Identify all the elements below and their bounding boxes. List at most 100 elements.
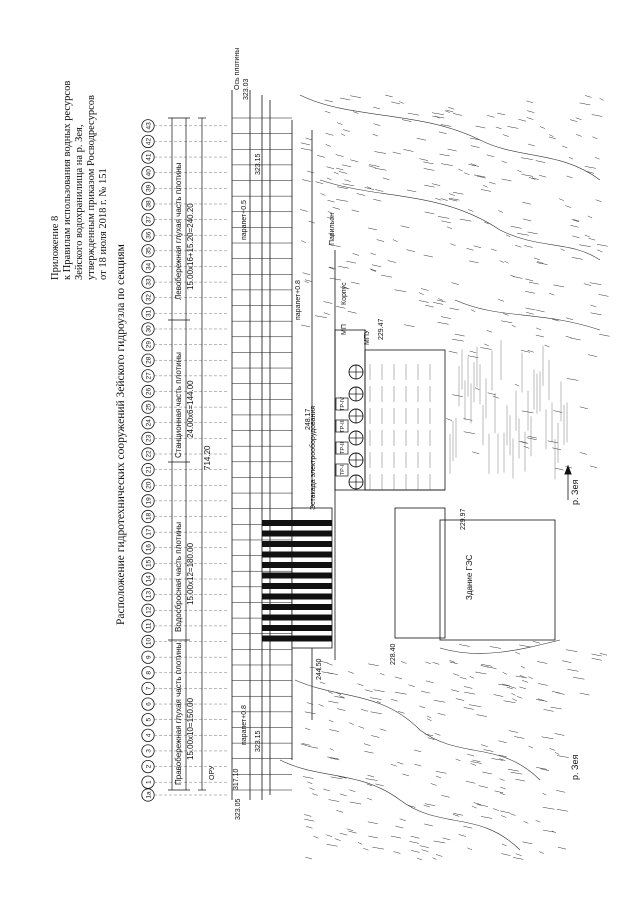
terrain-hatch bbox=[565, 649, 578, 652]
terrain-hatch bbox=[512, 698, 517, 702]
terrain-hatch bbox=[449, 660, 456, 663]
dam-body bbox=[231, 90, 336, 800]
terrain-hatch bbox=[392, 151, 401, 155]
terrain-hatch bbox=[305, 856, 313, 860]
terrain-hatch bbox=[308, 220, 315, 224]
spillway-bay bbox=[262, 551, 332, 558]
terrain-hatch bbox=[323, 301, 333, 304]
terrain-hatch bbox=[532, 640, 541, 644]
terrain-hatch bbox=[328, 700, 339, 704]
terrain-hatch bbox=[324, 99, 333, 103]
section-number: 43 bbox=[146, 122, 153, 130]
terrain-hatch bbox=[309, 787, 315, 791]
terrain-hatch bbox=[515, 778, 526, 782]
terrain-hatch bbox=[529, 177, 536, 180]
terrain-hatch bbox=[327, 756, 339, 760]
terrain-hatch bbox=[463, 825, 473, 829]
terrain-hatch bbox=[326, 166, 335, 169]
terrain-hatch bbox=[423, 161, 434, 165]
section-bubble: 15 bbox=[141, 556, 228, 570]
terrain-hatch bbox=[469, 260, 479, 264]
terrain-hatch bbox=[452, 338, 464, 342]
terrain-hatch bbox=[401, 119, 412, 122]
terrain-hatch bbox=[430, 783, 437, 786]
terrain-hatch bbox=[416, 137, 427, 141]
left-dam-name: Левобережная глухая часть плотины bbox=[174, 162, 183, 300]
terrain-hatch bbox=[328, 799, 340, 802]
terrain-hatch bbox=[552, 447, 562, 451]
section-bubble: 27 bbox=[141, 369, 228, 383]
terrain-hatch bbox=[589, 465, 598, 469]
terrain-hatch bbox=[579, 452, 588, 455]
terrain-hatch bbox=[452, 191, 464, 195]
terrain-hatch bbox=[326, 834, 333, 837]
terrain-hatch bbox=[535, 699, 548, 702]
terrain-hatch bbox=[326, 177, 332, 181]
terrain-hatch bbox=[566, 175, 573, 179]
terrain-hatch bbox=[598, 294, 609, 297]
terrain-hatch bbox=[376, 239, 385, 242]
section-bubble: 40 bbox=[141, 166, 228, 180]
terrain-hatch bbox=[413, 749, 422, 753]
river-flow-arrow bbox=[564, 464, 572, 500]
terrain-hatch bbox=[518, 119, 527, 122]
terrain-hatch bbox=[470, 163, 477, 166]
section-bubble: 22 bbox=[141, 447, 228, 461]
section-number: 15 bbox=[146, 559, 153, 567]
terrain-hatch bbox=[515, 651, 521, 655]
ory-label: ОРУ bbox=[209, 765, 216, 780]
terrain-hatch bbox=[342, 183, 354, 187]
terrain-hatch bbox=[592, 136, 598, 139]
terrain-hatch bbox=[366, 186, 372, 189]
section-number: 28 bbox=[146, 356, 153, 364]
terrain-hatch bbox=[437, 322, 449, 325]
terrain-hatch bbox=[431, 183, 441, 186]
dam-part-labels: Правобережная глухая часть плотины 15.00… bbox=[174, 162, 212, 785]
section-number: 1а bbox=[146, 791, 153, 799]
terrain-hatch bbox=[522, 201, 531, 205]
terrain-hatch bbox=[495, 126, 502, 130]
korpus-label: Корпус bbox=[341, 282, 348, 305]
spillway-bay bbox=[262, 530, 332, 537]
terrain-hatch bbox=[406, 249, 416, 252]
terrain-hatch bbox=[327, 199, 335, 203]
transformer-label: ТР-III bbox=[340, 419, 346, 433]
terrain-hatch bbox=[302, 272, 311, 275]
terrain-hatch bbox=[468, 209, 474, 212]
terrain-hatch bbox=[307, 170, 315, 174]
terrain-hatch bbox=[536, 327, 542, 331]
transformer-box bbox=[335, 397, 349, 411]
terrain-hatch bbox=[560, 248, 565, 252]
terrain-hatch bbox=[363, 847, 369, 851]
terrain-hatch bbox=[507, 768, 520, 772]
terrain-hatch bbox=[493, 808, 499, 811]
spillway-bay bbox=[262, 583, 332, 589]
terrain-hatch bbox=[501, 853, 511, 856]
terrain-hatch bbox=[385, 94, 393, 98]
terrain-hatch bbox=[325, 144, 331, 147]
transformer-label: ТР-II bbox=[340, 442, 346, 454]
terrain-hatch bbox=[499, 758, 506, 761]
section-number: 32 bbox=[146, 294, 153, 302]
terrain-hatch bbox=[491, 758, 504, 761]
terrain-hatch bbox=[336, 692, 342, 695]
terrain-hatch bbox=[448, 350, 458, 354]
terrain-hatch bbox=[433, 302, 444, 305]
appendix-line3: Зейского водохранилища на р. Зея, bbox=[74, 124, 85, 280]
terrain-hatch bbox=[470, 763, 477, 766]
terrain-hatch bbox=[464, 691, 476, 695]
mpu-label: МПУ bbox=[364, 329, 371, 345]
terrain-hatch bbox=[565, 317, 574, 321]
terrain-hatch bbox=[536, 261, 544, 264]
terrain-hatch bbox=[508, 730, 518, 733]
terrain-hatch bbox=[304, 711, 316, 715]
section-bubble: 1 bbox=[141, 775, 228, 789]
terrain-hatch bbox=[408, 805, 416, 808]
terrain-hatch bbox=[535, 160, 546, 163]
terrain-hatch bbox=[390, 698, 398, 702]
terrain-hatch bbox=[328, 233, 336, 236]
terrain-hatch bbox=[437, 216, 450, 219]
terrain-hatch bbox=[500, 815, 507, 818]
terrain-hatch bbox=[340, 97, 351, 101]
terrain-hatch bbox=[349, 722, 354, 725]
